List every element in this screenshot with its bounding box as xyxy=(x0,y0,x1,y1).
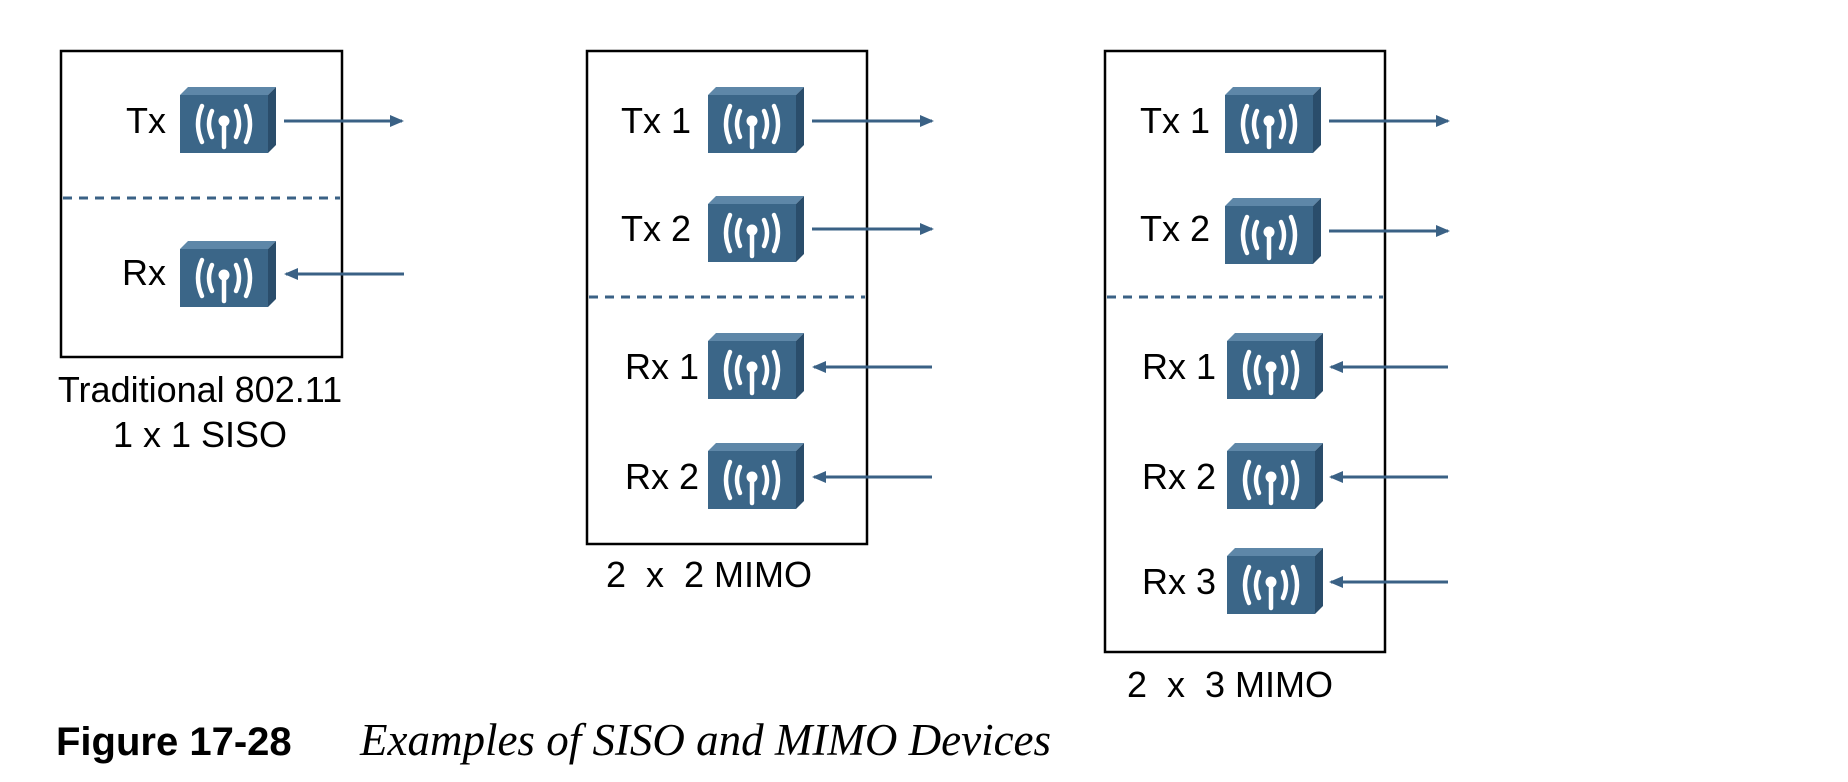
device-box xyxy=(59,49,344,359)
rx-label: Rx 2 xyxy=(625,456,699,497)
wireless-access-point-icon xyxy=(708,443,804,509)
rx-label: Rx 2 xyxy=(1142,456,1216,497)
caption-line-2: 1 x 1 SISO xyxy=(113,414,287,455)
panel-siso: Tx Rx Traditional 802.11 1 x 1 SISO xyxy=(58,49,404,455)
wireless-access-point-icon xyxy=(180,241,276,307)
wireless-access-point-icon xyxy=(1225,198,1321,264)
tx-label: Tx 2 xyxy=(1140,208,1210,249)
tx-label: Tx 1 xyxy=(621,100,691,141)
figure-number: Figure 17-28 xyxy=(56,720,292,764)
wireless-access-point-icon xyxy=(1227,548,1323,614)
tx-label: Tx 2 xyxy=(621,208,691,249)
wireless-access-point-icon xyxy=(708,333,804,399)
device-box xyxy=(585,49,869,546)
wireless-access-point-icon xyxy=(708,87,804,153)
tx-label: Tx 1 xyxy=(1140,100,1210,141)
rx-label: Rx 1 xyxy=(625,346,699,387)
wireless-access-point-icon xyxy=(1225,87,1321,153)
rx-label: Rx 1 xyxy=(1142,346,1216,387)
rx-label: Rx 3 xyxy=(1142,561,1216,602)
wireless-access-point-icon xyxy=(1227,443,1323,509)
caption-line-1: 2 x 2 MIMO xyxy=(606,554,812,595)
figure-title: Examples of SISO and MIMO Devices xyxy=(359,715,1051,765)
device-box xyxy=(1103,49,1387,654)
tx-label: Tx xyxy=(126,100,166,141)
wireless-access-point-icon xyxy=(180,87,276,153)
wireless-access-point-icon xyxy=(1227,333,1323,399)
wireless-access-point-icon xyxy=(708,196,804,262)
caption-line-1: Traditional 802.11 xyxy=(58,369,342,410)
panel-mimo-2x2: Tx 1 Tx 2 Rx 1 Rx 2 2 x 2 MIMO xyxy=(585,49,934,595)
rx-label: Rx xyxy=(122,252,166,293)
caption-line-1: 2 x 3 MIMO xyxy=(1127,664,1333,705)
panel-mimo-2x3: Tx 1 Tx 2 Rx 1 Rx 2 Rx 3 2 x 3 MIMO xyxy=(1103,49,1450,705)
